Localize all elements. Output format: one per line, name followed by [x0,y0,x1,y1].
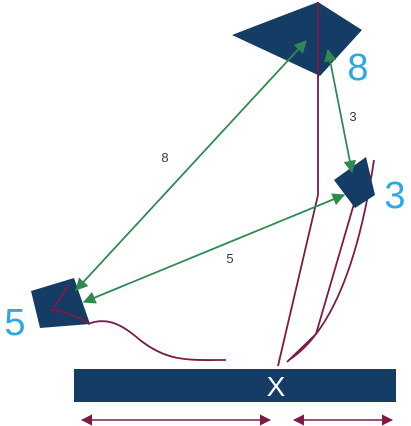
distance-label-5: 5 [226,251,233,266]
kite-3-string [286,189,359,363]
kite-label-5: 5 [4,302,25,344]
kite-label-3: 3 [384,175,405,217]
arrow-kite5-kite8 [75,40,307,291]
kite-8 [232,2,362,76]
distance-label-8: 8 [161,150,168,165]
arrow-kite8-kite3 [324,48,356,174]
ground-marker-x: X [267,371,286,402]
kite-label-8: 8 [347,47,368,89]
kite-5-spine [50,284,91,325]
arrow-kite5-kite3 [82,193,346,304]
ground-bar [74,369,396,402]
distance-label-3: 3 [349,109,356,124]
kite-5-tail [87,320,227,361]
kite-3 [334,157,375,208]
